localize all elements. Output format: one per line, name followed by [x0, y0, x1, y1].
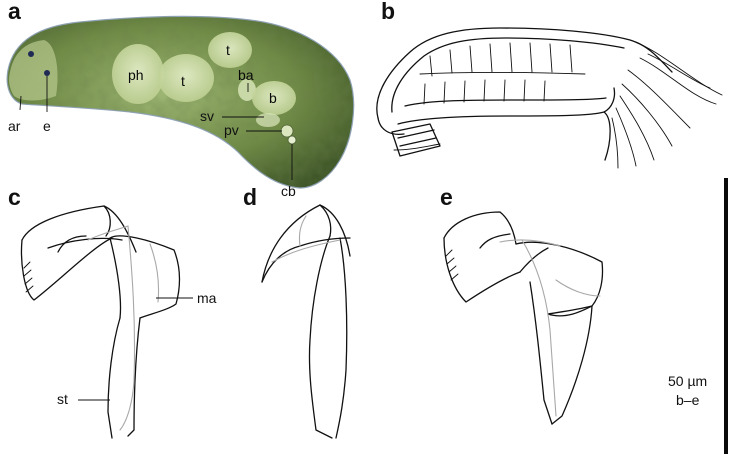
prostatic-vesicle [280, 124, 294, 138]
label-sv: sv [200, 108, 214, 124]
label-pv: pv [224, 122, 239, 138]
panel-d: d [243, 184, 351, 439]
label-t-1: t [181, 73, 185, 89]
leader-ar [19, 95, 22, 111]
terminal-cup [391, 123, 441, 157]
label-ma: ma [197, 290, 217, 306]
organ-outline-mid [404, 97, 607, 107]
label-st: st [57, 391, 68, 407]
stylet-drawing-c [20, 205, 181, 439]
panel-e: e [440, 184, 604, 425]
label-ar: ar [8, 118, 21, 134]
eye-1 [28, 51, 34, 57]
bursa-appendage [238, 79, 256, 101]
panel-b: b [376, 0, 723, 169]
anterior-region [9, 40, 58, 101]
panel-letter-d: d [243, 184, 257, 210]
panel-a: a ar e ph t t ba b sv pv cb [6, 0, 355, 199]
label-ba: ba [238, 67, 254, 83]
label-t-2: t [226, 42, 230, 58]
copulatory-bulb [287, 135, 297, 145]
label-cb: cb [281, 183, 296, 199]
scale-bar-applies-to: b–e [676, 392, 700, 408]
panel-letter-e: e [440, 184, 453, 210]
label-ph: ph [128, 67, 144, 83]
animal-body-texture [7, 16, 354, 188]
panel-c: c ma st [8, 184, 217, 439]
testis-2 [208, 32, 252, 68]
panel-letter-a: a [8, 0, 21, 24]
label-e: e [43, 118, 51, 134]
scale-bar-length: 50 µm [668, 373, 707, 389]
bursa [252, 81, 296, 115]
scale-bar [724, 178, 728, 454]
panel-letter-c: c [8, 184, 21, 210]
stylet-drawing-e [443, 211, 604, 425]
eye-2 [44, 70, 50, 76]
organ-outline-inner-top [391, 37, 625, 113]
seminal-vesicle [256, 113, 280, 127]
scale-bar-group: 50 µm b–e [668, 178, 728, 454]
muscle-fibers [611, 39, 723, 169]
testis-1 [158, 54, 214, 102]
striations-upper [419, 42, 586, 77]
label-b: b [269, 90, 277, 106]
organ-outline-stem [377, 111, 611, 161]
pharynx [112, 44, 164, 104]
striations-lower [423, 79, 546, 105]
stylet-drawing-d [261, 204, 351, 439]
panel-letter-b: b [381, 0, 395, 24]
organ-outline-lower [397, 87, 616, 125]
